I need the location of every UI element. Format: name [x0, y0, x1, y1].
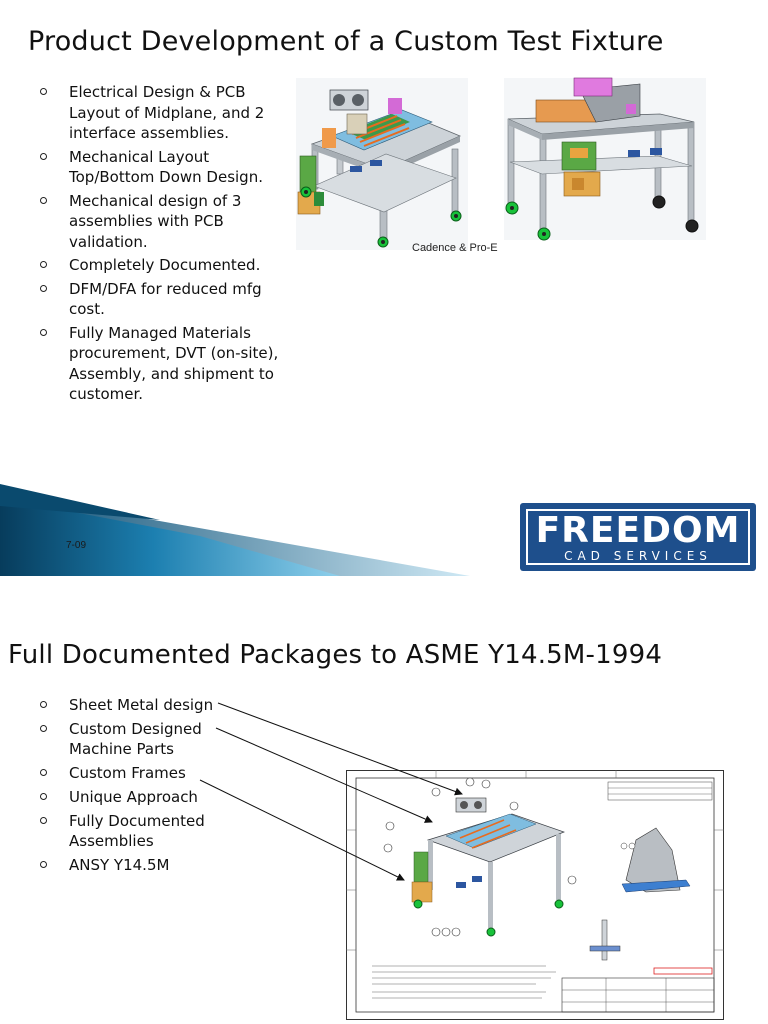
slide1-title: Product Development of a Custom Test Fix… [28, 26, 664, 57]
bullet-circle-icon [40, 769, 47, 776]
bullet-circle-icon [40, 261, 47, 268]
bullet-circle-icon [40, 196, 47, 204]
list-item: Custom Frames [40, 763, 240, 783]
bullet-circle-icon [40, 284, 47, 292]
image-caption: Cadence & Pro-E [412, 242, 498, 254]
slide-product-development: Product Development of a Custom Test Fix… [0, 26, 756, 576]
list-item: Custom Designed Machine Parts [40, 719, 240, 759]
bullet-circle-icon [40, 88, 47, 95]
list-item: Unique Approach [40, 787, 240, 807]
callout-arrow [199, 779, 405, 881]
fixture-render-right [504, 77, 706, 241]
list-item: Electrical Design & PCB Layout of Midpla… [40, 82, 285, 144]
slide2-title: Full Documented Packages to ASME Y14.5M-… [8, 640, 663, 670]
callout-arrow [215, 727, 433, 823]
logo-wordmark-bottom: CAD SERVICES [564, 549, 712, 563]
bullet-circle-icon [40, 793, 47, 800]
slide-swoosh-decoration [0, 484, 470, 576]
list-item: Mechanical design of 3 assemblies with P… [40, 191, 285, 253]
logo-wordmark-top: FREEDOM [535, 510, 741, 551]
list-item: DFM/DFA for reduced mfg cost. [40, 279, 274, 320]
fixture-render-left [296, 78, 468, 250]
slide2-bullet-list: Sheet Metal design Custom Designed Machi… [40, 695, 240, 878]
page-number: 7-09 [66, 540, 87, 551]
list-item: Sheet Metal design [40, 695, 240, 715]
callout-arrow [217, 702, 463, 796]
list-item: Fully Managed Materials procurement, DVT… [40, 323, 285, 405]
freedom-cad-services-logo: FREEDOM CAD SERVICES [520, 503, 756, 571]
bullet-circle-icon [40, 725, 47, 732]
bullet-circle-icon [40, 861, 47, 868]
bullet-circle-icon [40, 328, 47, 336]
list-item: Completely Documented. [40, 255, 285, 276]
list-item: Fully Documented Assemblies [40, 811, 240, 851]
bullet-circle-icon [40, 701, 47, 708]
slide1-bullet-list: Electrical Design & PCB Layout of Midpla… [40, 82, 285, 408]
list-item: Mechanical Layout Top/Bottom Down Design… [40, 147, 285, 188]
slide-documented-packages: Full Documented Packages to ASME Y14.5M-… [0, 600, 768, 1024]
callout-arrows [199, 702, 463, 881]
list-item: ANSY Y14.5M [40, 855, 240, 875]
bullet-circle-icon [40, 817, 47, 824]
slide-gap [0, 576, 768, 600]
bullet-circle-icon [40, 152, 47, 160]
